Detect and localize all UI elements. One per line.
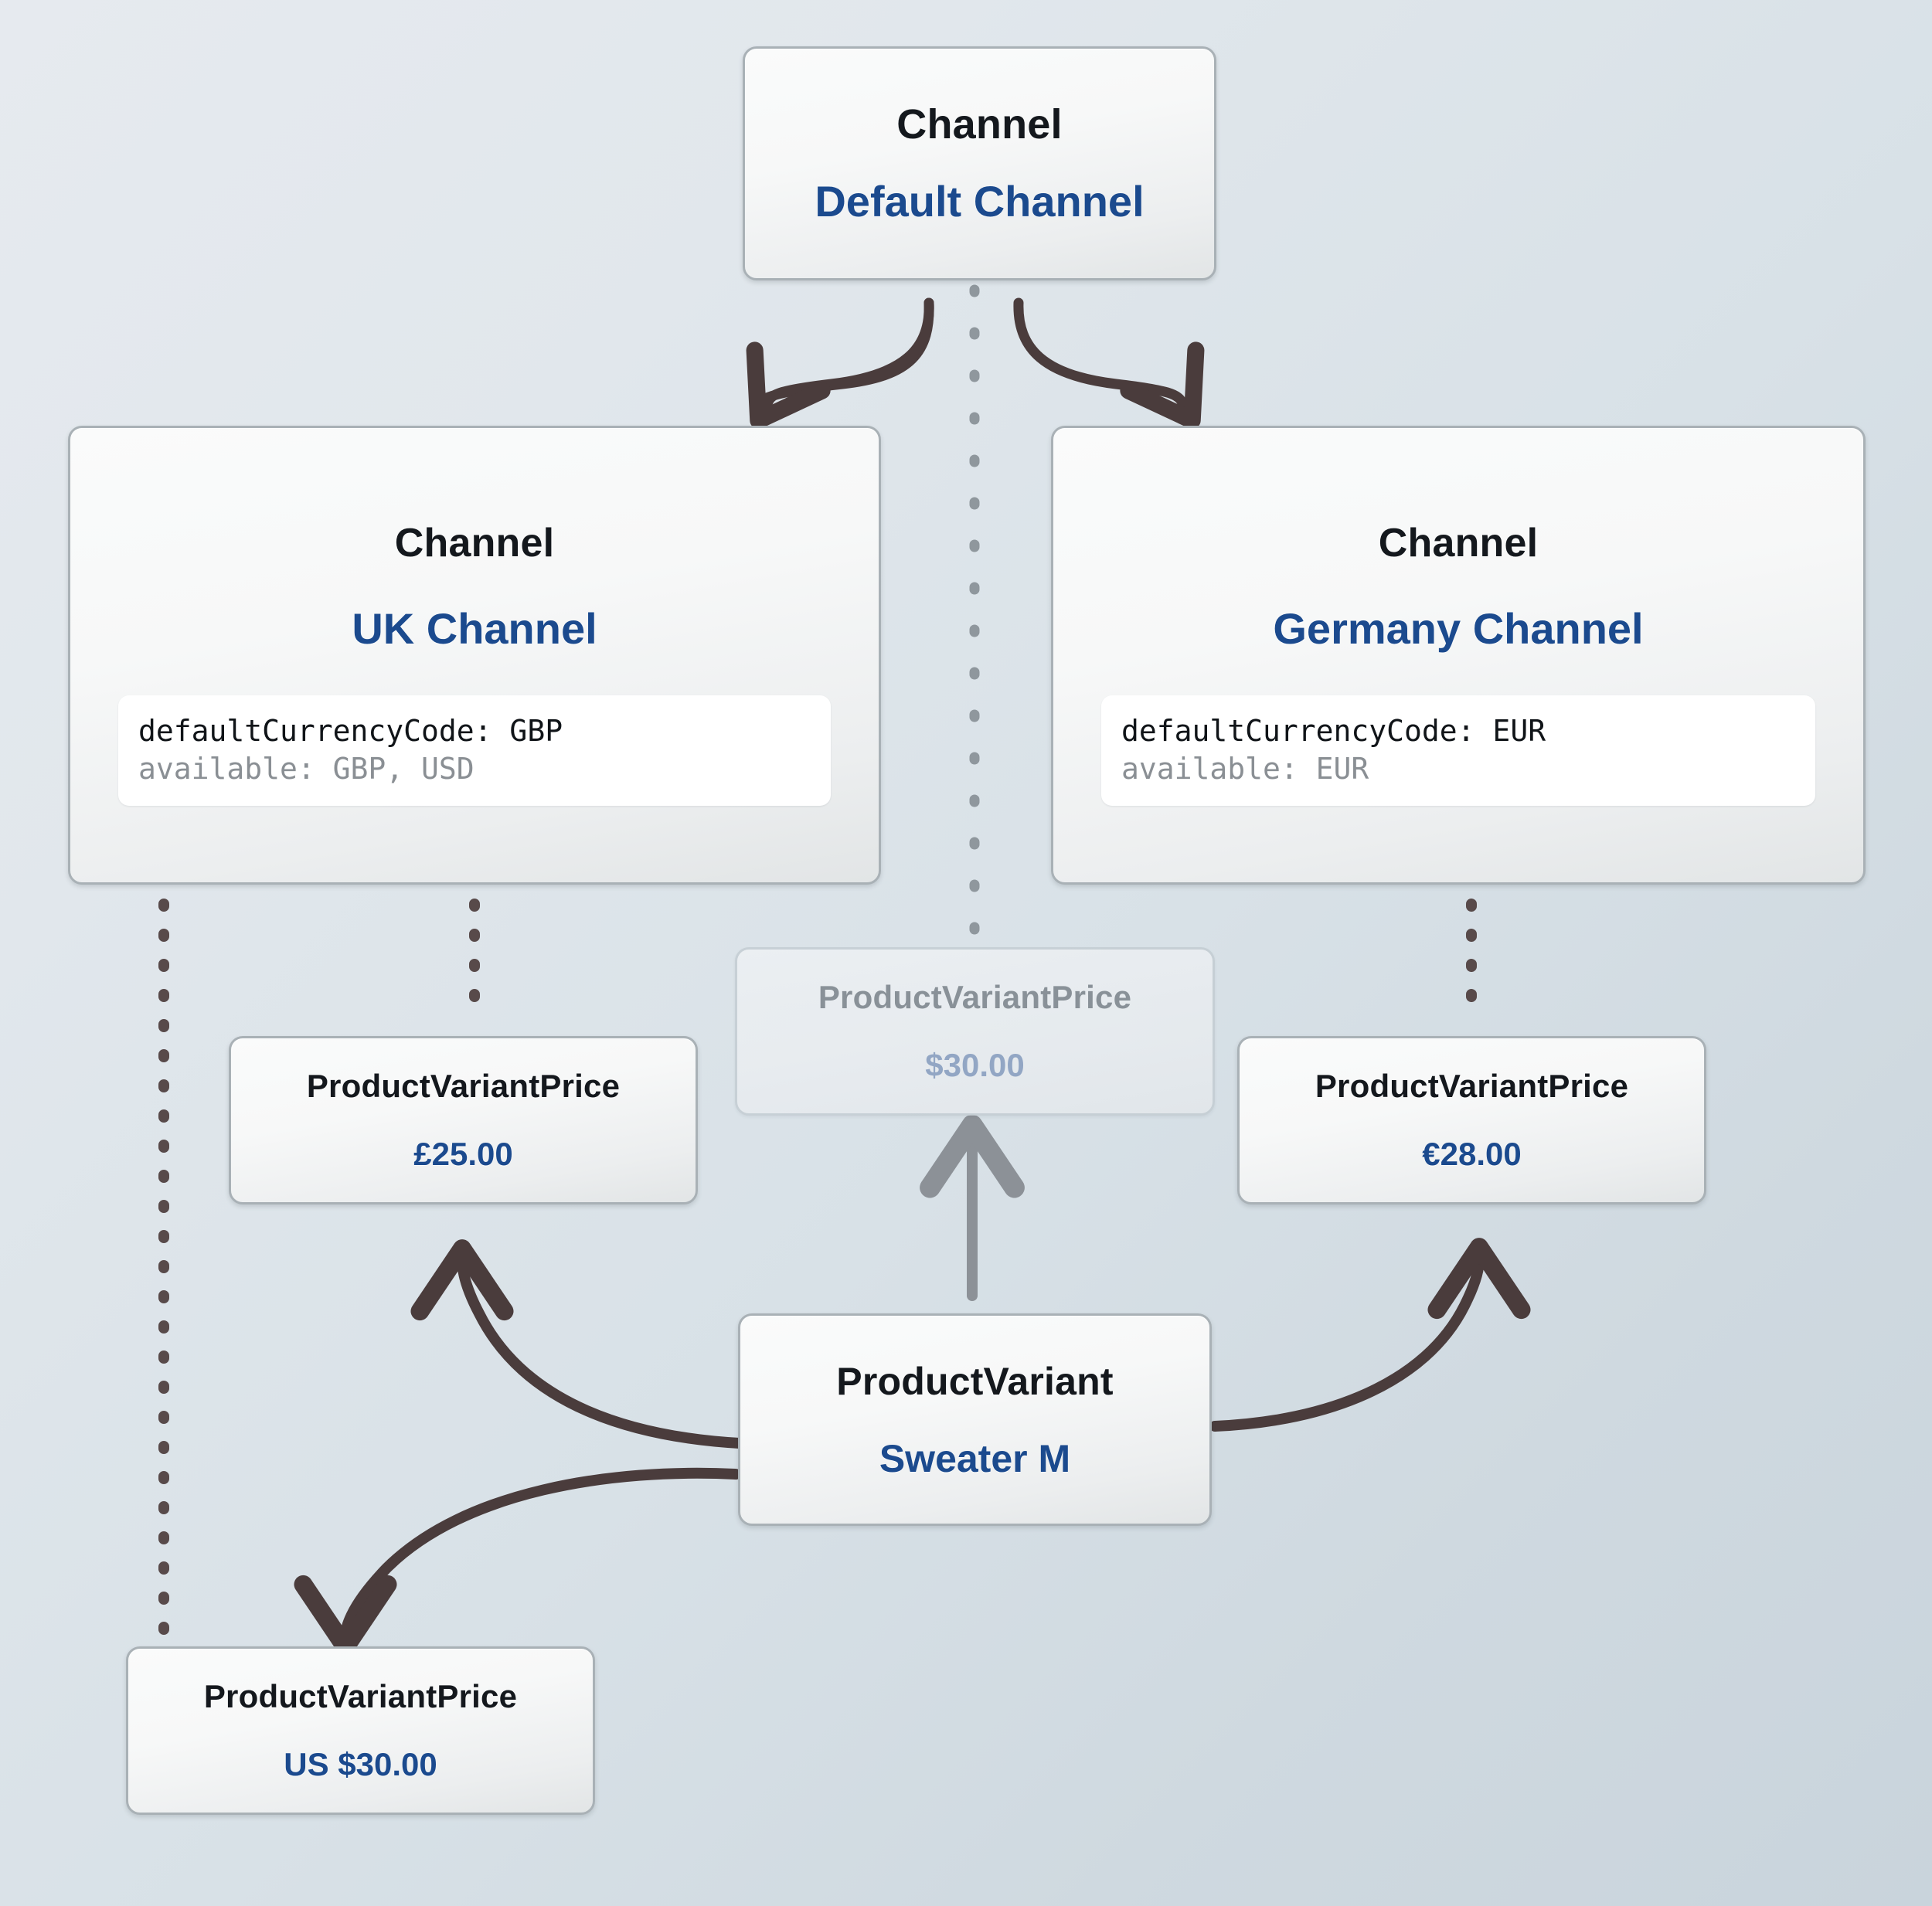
node-product-variant[interactable]: ProductVariant Sweater M: [738, 1313, 1212, 1526]
property-default-currency: defaultCurrencyCode: GBP: [138, 713, 563, 748]
node-type-label: ProductVariantPrice: [1315, 1068, 1629, 1104]
property-available-currencies: available: GBP, USD: [138, 751, 474, 786]
node-default-channel[interactable]: Channel Default Channel: [743, 46, 1216, 280]
uk-channel-properties: defaultCurrencyCode: GBP available: GBP,…: [118, 695, 831, 807]
node-product-variant-price-gbp[interactable]: ProductVariantPrice £25.00: [229, 1036, 698, 1204]
node-name-label: £25.00: [413, 1136, 513, 1172]
node-product-variant-price-eur[interactable]: ProductVariantPrice €28.00: [1237, 1036, 1706, 1204]
property-default-currency: defaultCurrencyCode: EUR: [1121, 713, 1546, 748]
edge-variant-to-us: [294, 1467, 741, 1656]
node-name-label: Germany Channel: [1273, 603, 1644, 653]
property-available-currencies: available: EUR: [1121, 751, 1369, 786]
node-type-label: Channel: [394, 520, 555, 566]
node-name-label: €28.00: [1422, 1136, 1522, 1172]
node-name-label: Sweater M: [879, 1436, 1071, 1480]
node-name-label: UK Channel: [352, 603, 597, 653]
node-name-label: Default Channel: [815, 177, 1145, 226]
node-germany-channel[interactable]: Channel Germany Channel defaultCurrencyC…: [1051, 426, 1866, 885]
curve-left: [774, 303, 929, 412]
germany-channel-properties: defaultCurrencyCode: EUR available: EUR: [1101, 695, 1815, 807]
node-name-label: US $30.00: [284, 1746, 437, 1782]
node-type-label: ProductVariantPrice: [306, 1068, 621, 1104]
edge-default-to-uk-visible: [773, 304, 930, 414]
edge-default-to-germany: [1013, 297, 1205, 430]
edge-variant-to-gbp: [410, 1239, 745, 1449]
node-product-variant-price-usd-ghost[interactable]: ProductVariantPrice $30.00: [735, 947, 1215, 1116]
node-uk-channel[interactable]: Channel UK Channel defaultCurrencyCode: …: [68, 426, 881, 885]
node-type-label: ProductVariantPrice: [818, 979, 1132, 1015]
node-name-label: $30.00: [925, 1047, 1025, 1083]
node-type-label: ProductVariantPrice: [203, 1678, 518, 1714]
edge-default-to-uk: [753, 297, 934, 419]
edge-default-uk-curve: [774, 303, 928, 412]
node-type-label: Channel: [896, 101, 1063, 148]
edge-default-to-uk-final: [746, 297, 934, 430]
node-type-label: Channel: [1378, 520, 1539, 566]
node-product-variant-price-us-usd[interactable]: ProductVariantPrice US $30.00: [126, 1646, 595, 1815]
edge-variant-to-eur: [1209, 1238, 1531, 1432]
top-curves: [774, 303, 929, 412]
node-type-label: ProductVariant: [836, 1359, 1114, 1403]
edge-default-to-uk-path: [773, 304, 930, 417]
